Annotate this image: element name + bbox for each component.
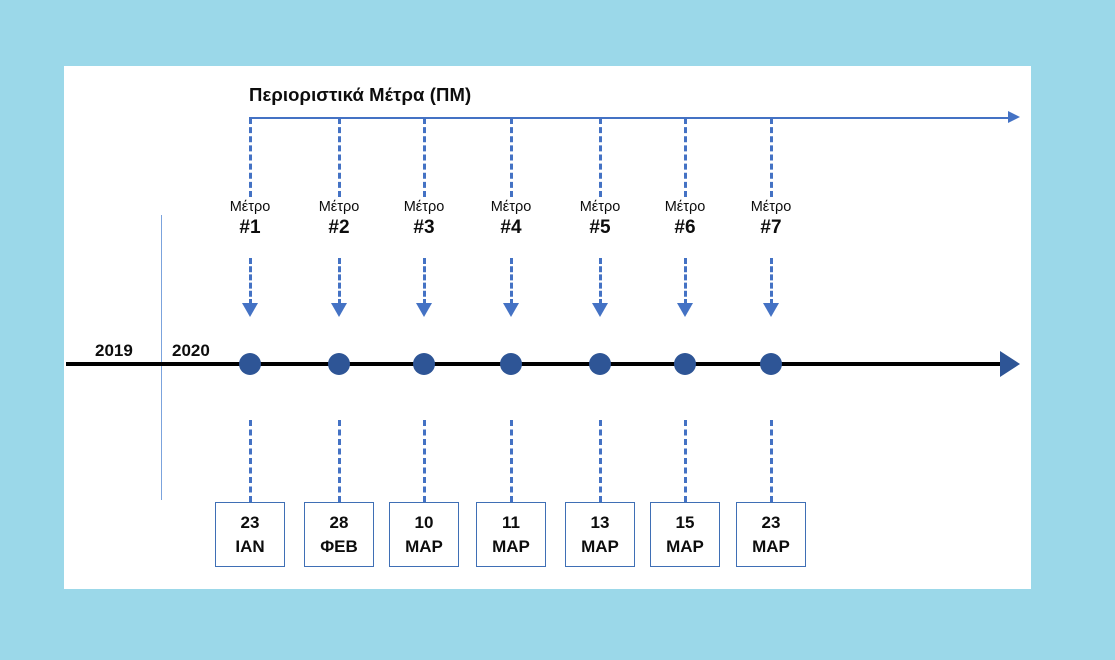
- event-top-connector: [770, 118, 773, 197]
- event-down-arrowhead-icon: [242, 303, 258, 317]
- event-label: Μέτρο #7: [711, 198, 831, 240]
- diagram-canvas: [64, 66, 1031, 589]
- year-label-2019: 2019: [95, 341, 133, 360]
- event-label: Μέτρο #1: [190, 198, 310, 240]
- event-down-arrow-shaft: [338, 258, 341, 305]
- event-bottom-connector: [510, 420, 513, 502]
- year-label-2020: 2020: [172, 341, 210, 360]
- event-top-connector: [510, 118, 513, 197]
- event-measure-word: Μέτρο: [403, 199, 445, 215]
- event-down-arrowhead-icon: [503, 303, 519, 317]
- event-measure-number: #6: [674, 217, 696, 238]
- event-date-month: ΜΑΡ: [405, 536, 443, 556]
- event-measure-number: #1: [239, 217, 261, 238]
- event-date-day: 23: [761, 512, 781, 532]
- event-date-day: 23: [240, 512, 260, 532]
- event-marker-dot[interactable]: [500, 353, 522, 375]
- event-down-arrow-shaft: [770, 258, 773, 305]
- event-down-arrowhead-icon: [677, 303, 693, 317]
- event-bottom-connector: [423, 420, 426, 502]
- event-bottom-connector: [338, 420, 341, 502]
- event-measure-word: Μέτρο: [664, 199, 706, 215]
- event-date-month: ΜΑΡ: [752, 536, 790, 556]
- event-bottom-connector: [599, 420, 602, 502]
- event-date-day: 28: [329, 512, 349, 532]
- event-down-arrow-shaft: [599, 258, 602, 305]
- event-date-month: ΙΑΝ: [235, 536, 265, 556]
- measures-bracket-arrowhead: [1008, 111, 1020, 123]
- event-measure-word: Μέτρο: [750, 199, 792, 215]
- event-measure-number: #4: [500, 217, 522, 238]
- year-divider-line: [161, 215, 162, 500]
- event-marker-dot[interactable]: [239, 353, 261, 375]
- event-label: Μέτρο #4: [451, 198, 571, 240]
- event-measure-number: #7: [760, 217, 782, 238]
- event-label: Μέτρο #3: [364, 198, 484, 240]
- event-top-connector: [338, 118, 341, 197]
- event-top-connector: [684, 118, 687, 197]
- event-marker-dot[interactable]: [328, 353, 350, 375]
- event-top-connector: [423, 118, 426, 197]
- event-top-connector: [249, 118, 252, 197]
- event-measure-word: Μέτρο: [229, 199, 271, 215]
- event-down-arrow-shaft: [510, 258, 513, 305]
- event-measure-number: #2: [328, 217, 350, 238]
- event-down-arrow-shaft: [249, 258, 252, 305]
- event-measure-word: Μέτρο: [579, 199, 621, 215]
- event-date-day: 13: [590, 512, 610, 532]
- event-measure-word: Μέτρο: [318, 199, 360, 215]
- event-down-arrowhead-icon: [763, 303, 779, 317]
- event-date-day: 11: [502, 512, 520, 532]
- event-date-day: 15: [675, 512, 695, 532]
- event-down-arrowhead-icon: [592, 303, 608, 317]
- event-bottom-connector: [249, 420, 252, 502]
- measures-bracket-line: [249, 117, 1009, 119]
- event-down-arrow-shaft: [423, 258, 426, 305]
- event-marker-dot[interactable]: [760, 353, 782, 375]
- event-measure-word: Μέτρο: [490, 199, 532, 215]
- event-label: Μέτρο #2: [279, 198, 399, 240]
- event-bottom-connector: [684, 420, 687, 502]
- event-label: Μέτρο #6: [625, 198, 745, 240]
- page-title: Περιοριστικά Μέτρα (ΠΜ): [249, 84, 472, 105]
- event-top-connector: [599, 118, 602, 197]
- event-date-month: ΦΕΒ: [320, 536, 358, 556]
- event-bottom-connector: [770, 420, 773, 502]
- event-measure-number: #5: [589, 217, 611, 238]
- event-marker-dot[interactable]: [674, 353, 696, 375]
- timeline-arrowhead: [1000, 351, 1020, 377]
- event-date-day: 10: [414, 512, 434, 532]
- event-down-arrow-shaft: [684, 258, 687, 305]
- event-marker-dot[interactable]: [589, 353, 611, 375]
- event-down-arrowhead-icon: [416, 303, 432, 317]
- event-label: Μέτρο #5: [540, 198, 660, 240]
- event-down-arrowhead-icon: [331, 303, 347, 317]
- event-marker-dot[interactable]: [413, 353, 435, 375]
- timeline-axis: [66, 362, 1002, 366]
- event-measure-number: #3: [413, 217, 435, 238]
- event-date-month: ΜΑΡ: [492, 536, 530, 556]
- event-date-month: ΜΑΡ: [666, 536, 704, 556]
- event-date-month: ΜΑΡ: [581, 536, 619, 556]
